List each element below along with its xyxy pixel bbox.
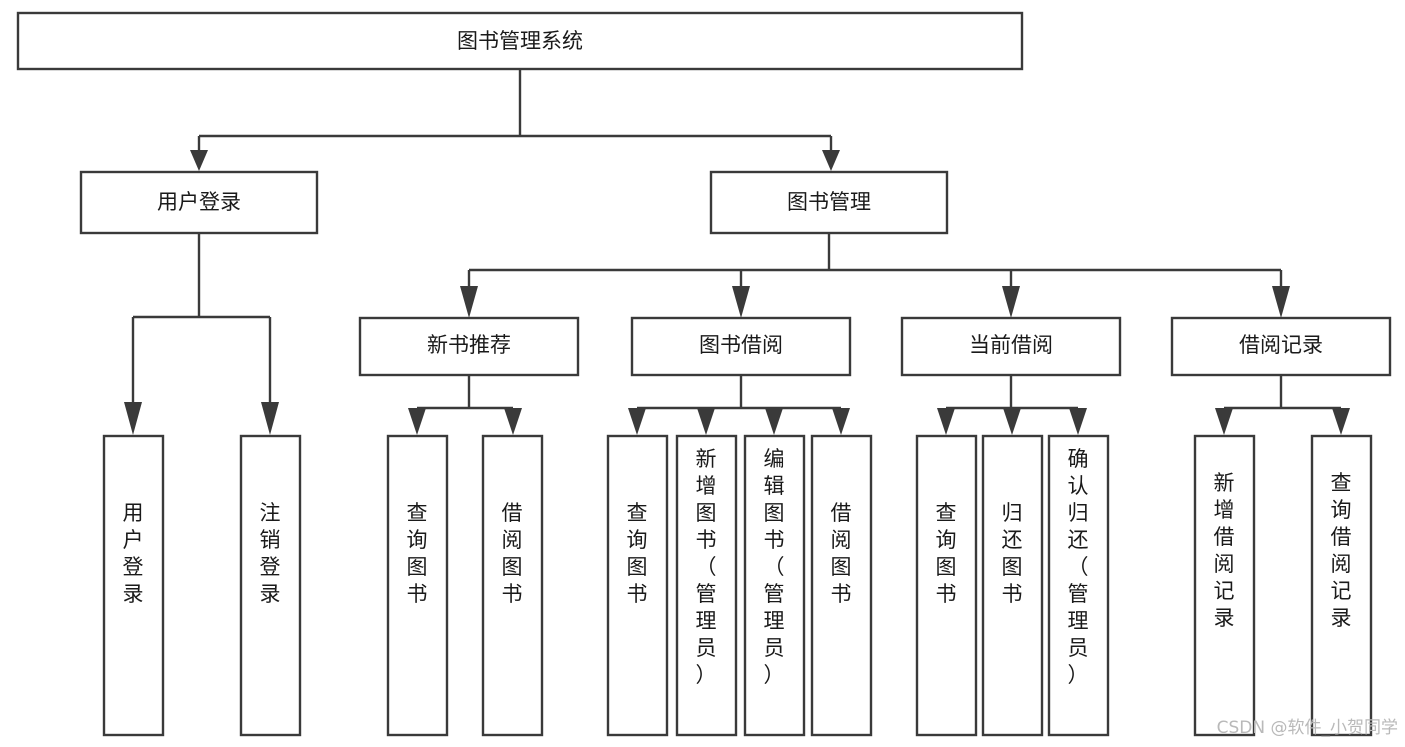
node-user-login-box[interactable] bbox=[79, 170, 319, 235]
leaf-node-query-book-1-label: 查询图书 bbox=[407, 501, 428, 606]
leaf-node-logout-label: 注销登录 bbox=[260, 501, 281, 606]
csdn-watermark: CSDN @软件_小贺同学 bbox=[1217, 718, 1398, 738]
node-root-box[interactable] bbox=[16, 11, 1024, 71]
arrow-head-borrow-record-leaf1 bbox=[1215, 408, 1233, 435]
node-new-book-recommend-box[interactable] bbox=[358, 316, 580, 377]
connector-group-current-borrow bbox=[937, 375, 1087, 435]
arrow-head-borrow-record bbox=[1272, 286, 1290, 318]
connector-group-user-login bbox=[124, 233, 279, 435]
leaf-node-user-login-label: 用户登录 bbox=[123, 501, 144, 606]
node-book-borrow-label: 图书借阅 bbox=[699, 333, 783, 357]
leaf-node-add-book-admin-label: 新增图书（管理员） bbox=[696, 447, 717, 687]
arrow-head-book-borrow-leaf1 bbox=[628, 408, 646, 435]
leaf-node-query-borrow-record[interactable]: 查询借阅记录 bbox=[1310, 434, 1373, 737]
leaf-node-confirm-return-admin[interactable]: 确认归还（管理员） bbox=[1047, 434, 1110, 737]
leaf-node-logout[interactable]: 注销登录 bbox=[239, 434, 302, 737]
node-current-borrow[interactable]: 当前借阅 bbox=[900, 316, 1122, 377]
leaf-node-logout-box[interactable] bbox=[239, 434, 302, 737]
leaf-node-query-book-2-box[interactable] bbox=[606, 434, 669, 737]
leaf-node-query-book-3-box[interactable] bbox=[915, 434, 978, 737]
node-new-book-recommend-label: 新书推荐 bbox=[427, 333, 511, 357]
node-book-management[interactable]: 图书管理 bbox=[709, 170, 949, 235]
arrow-head-new-book bbox=[460, 286, 478, 318]
arrow-head-new-book-leaf2 bbox=[504, 408, 522, 435]
leaf-node-query-borrow-record-label: 查询借阅记录 bbox=[1331, 471, 1352, 630]
node-borrow-record-box[interactable] bbox=[1170, 316, 1392, 377]
node-user-login-label: 用户登录 bbox=[157, 190, 241, 214]
leaf-node-borrow-book-1[interactable]: 借阅图书 bbox=[481, 434, 544, 737]
node-root-label: 图书管理系统 bbox=[457, 29, 583, 53]
arrow-head-current-borrow-leaf2 bbox=[1003, 408, 1021, 435]
connector-group-root bbox=[190, 69, 840, 171]
leaf-node-borrow-book-1-box[interactable] bbox=[481, 434, 544, 737]
connector-group-borrow-record bbox=[1215, 375, 1350, 435]
node-current-borrow-box[interactable] bbox=[900, 316, 1122, 377]
leaf-node-add-borrow-record-box[interactable] bbox=[1193, 434, 1256, 737]
leaf-node-edit-book-admin[interactable]: 编辑图书（管理员） bbox=[743, 434, 806, 737]
node-book-borrow-box[interactable] bbox=[630, 316, 852, 377]
leaf-node-borrow-book-2-box[interactable] bbox=[810, 434, 873, 737]
leaf-node-borrow-book-2[interactable]: 借阅图书 bbox=[810, 434, 873, 737]
arrow-head-user-login bbox=[190, 150, 208, 171]
arrow-head-leaf-user-login bbox=[124, 402, 142, 435]
node-user-login[interactable]: 用户登录 bbox=[79, 170, 319, 235]
leaf-node-return-book[interactable]: 归还图书 bbox=[981, 434, 1044, 737]
arrow-head-current-borrow-leaf3 bbox=[1069, 408, 1087, 435]
node-new-book-recommend[interactable]: 新书推荐 bbox=[358, 316, 580, 377]
leaf-node-query-book-3-label: 查询图书 bbox=[936, 501, 957, 606]
node-current-borrow-label: 当前借阅 bbox=[969, 333, 1053, 357]
node-book-management-box[interactable] bbox=[709, 170, 949, 235]
connector-group-new-book bbox=[408, 375, 522, 435]
leaf-node-query-book-1-box[interactable] bbox=[386, 434, 449, 737]
leaf-node-add-book-admin-box[interactable] bbox=[675, 434, 738, 737]
leaf-node-edit-book-admin-label: 编辑图书（管理员） bbox=[764, 447, 785, 687]
leaf-node-query-book-1[interactable]: 查询图书 bbox=[386, 434, 449, 737]
leaf-node-user-login-box[interactable] bbox=[102, 434, 165, 737]
arrow-head-book-mgmt bbox=[822, 150, 840, 171]
arrow-head-new-book-leaf1 bbox=[408, 408, 426, 435]
node-borrow-record-label: 借阅记录 bbox=[1239, 333, 1323, 357]
leaf-node-query-book-2-label: 查询图书 bbox=[627, 501, 648, 606]
node-book-borrow[interactable]: 图书借阅 bbox=[630, 316, 852, 377]
connector-group-book-borrow bbox=[628, 375, 850, 435]
leaf-node-query-book-2[interactable]: 查询图书 bbox=[606, 434, 669, 737]
leaf-node-add-borrow-record-label: 新增借阅记录 bbox=[1214, 471, 1235, 630]
node-book-management-label: 图书管理 bbox=[787, 190, 871, 214]
leaf-node-query-borrow-record-box[interactable] bbox=[1310, 434, 1373, 737]
leaf-node-add-borrow-record[interactable]: 新增借阅记录 bbox=[1193, 434, 1256, 737]
leaf-node-edit-book-admin-box[interactable] bbox=[743, 434, 806, 737]
leaf-node-query-book-3[interactable]: 查询图书 bbox=[915, 434, 978, 737]
arrow-head-book-borrow-leaf2 bbox=[697, 408, 715, 435]
leaf-node-confirm-return-admin-label: 确认归还（管理员） bbox=[1068, 447, 1089, 687]
arrow-head-current-borrow-leaf1 bbox=[937, 408, 955, 435]
arrow-head-borrow-record-leaf2 bbox=[1332, 408, 1350, 435]
leaf-node-confirm-return-admin-box[interactable] bbox=[1047, 434, 1110, 737]
leaf-node-return-book-label: 归还图书 bbox=[1002, 501, 1023, 606]
arrow-head-book-borrow bbox=[732, 286, 750, 318]
arrow-head-leaf-logout bbox=[261, 402, 279, 435]
node-root-system[interactable]: 图书管理系统 bbox=[16, 11, 1024, 71]
arrow-head-book-borrow-leaf4 bbox=[832, 408, 850, 435]
arrow-head-current-borrow bbox=[1002, 286, 1020, 318]
leaf-node-add-book-admin[interactable]: 新增图书（管理员） bbox=[675, 434, 738, 737]
leaf-node-user-login[interactable]: 用户登录 bbox=[102, 434, 165, 737]
leaf-node-borrow-book-1-label: 借阅图书 bbox=[502, 501, 523, 606]
arrow-head-book-borrow-leaf3 bbox=[765, 408, 783, 435]
leaf-node-borrow-book-2-label: 借阅图书 bbox=[831, 501, 852, 606]
node-borrow-record[interactable]: 借阅记录 bbox=[1170, 316, 1392, 377]
leaf-node-return-book-box[interactable] bbox=[981, 434, 1044, 737]
connector-group-book-mgmt bbox=[460, 233, 1290, 318]
